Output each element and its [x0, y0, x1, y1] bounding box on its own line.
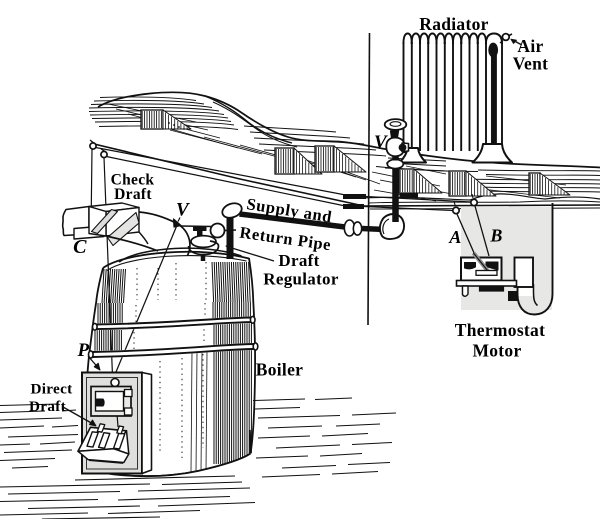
- svg-text:Thermostat: Thermostat: [455, 320, 545, 340]
- svg-text:Radiator: Radiator: [419, 14, 488, 34]
- svg-text:V: V: [374, 132, 388, 153]
- svg-text:P: P: [77, 340, 90, 361]
- svg-text:C: C: [73, 236, 87, 258]
- svg-text:B: B: [489, 226, 502, 246]
- svg-text:Boiler: Boiler: [256, 360, 303, 380]
- svg-text:Regulator: Regulator: [263, 270, 339, 289]
- svg-text:A: A: [448, 227, 461, 247]
- svg-text:Motor: Motor: [472, 341, 521, 361]
- svg-text:V: V: [176, 200, 190, 221]
- svg-text:Check: Check: [111, 172, 155, 189]
- svg-text:Draft: Draft: [114, 186, 152, 203]
- svg-text:Air: Air: [517, 36, 543, 56]
- svg-text:Vent: Vent: [513, 54, 549, 74]
- svg-text:Draft: Draft: [29, 398, 66, 415]
- svg-text:Draft: Draft: [278, 251, 319, 270]
- svg-text:Direct: Direct: [31, 381, 73, 398]
